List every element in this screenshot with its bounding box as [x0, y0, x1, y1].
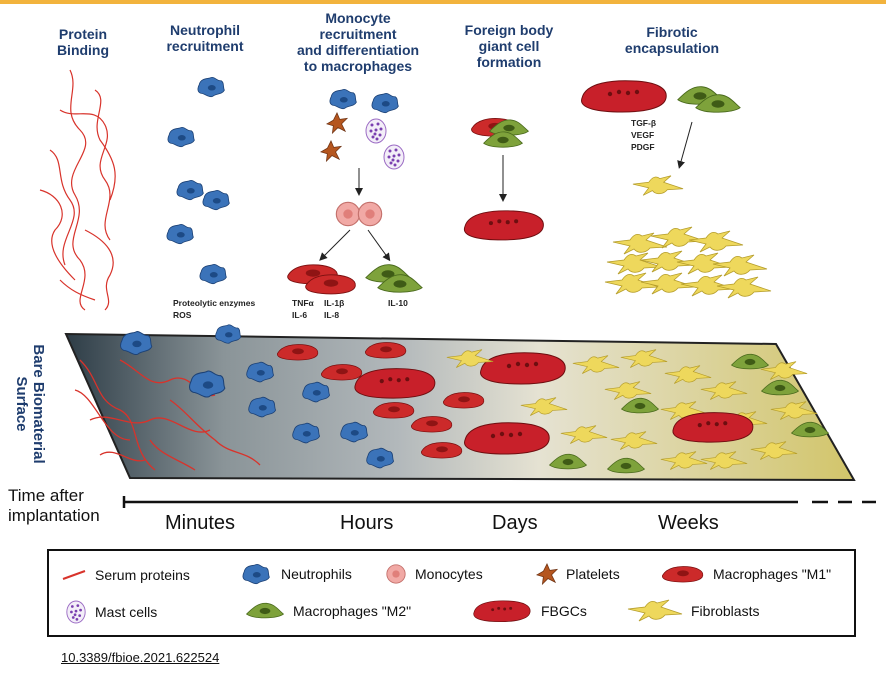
stage-title-protein: Protein Binding: [56, 26, 110, 58]
legend-macrophages-m1: Macrophages "M1": [661, 563, 831, 585]
time-label-days: Days: [492, 512, 538, 534]
stage-title-fbgc: Foreign body giant cell formation: [464, 22, 554, 70]
fibroblast-icon: [627, 599, 683, 622]
macrophage-m1-icon: [661, 566, 704, 583]
fbgc-stage: [463, 118, 544, 241]
stage-title-neutrophil: Neutrophil recruitment: [166, 22, 244, 54]
time-label-weeks: Weeks: [658, 512, 719, 534]
legend-serum-proteins: Serum proteins: [61, 567, 190, 583]
surface-label: Bare Biomaterial Surface: [13, 344, 47, 464]
legend-label: Mast cells: [95, 604, 158, 620]
legend-label: Platelets: [566, 566, 620, 582]
fibrotic-stage: [581, 80, 772, 299]
legend-label: FBGCs: [541, 603, 587, 619]
legend-label: Fibroblasts: [691, 603, 760, 619]
m2-cytokines: IL-10: [388, 298, 408, 308]
neutrophil-icon: [242, 563, 270, 585]
m1-cytokines-b: IL-1β IL-8: [324, 298, 345, 320]
legend-platelets: Platelets: [536, 563, 620, 585]
legend-label: Macrophages "M1": [713, 566, 832, 582]
legend-fbgcs: FBGCs: [471, 599, 587, 623]
legend-label: Monocytes: [415, 566, 483, 582]
macrophage-m2-icon: [246, 602, 284, 619]
stage-title-monocyte: Monocyte recruitment and differentiation…: [296, 10, 420, 74]
fbgc-icon: [473, 600, 531, 623]
serum-protein-icon: [62, 570, 86, 580]
monocyte-icon: [386, 564, 406, 584]
legend: Serum proteins Neutrophils Monocytes Pla…: [47, 549, 856, 637]
legend-mast-cells: Mast cells: [65, 599, 157, 625]
serum-protein-network: [39, 69, 116, 311]
doi-link[interactable]: 10.3389/fbioe.2021.622524: [61, 650, 220, 665]
stage-title-fibrotic: Fibrotic encapsulation: [624, 24, 720, 56]
neutrophil-column: [166, 76, 230, 285]
mast-cell-icon: [66, 600, 86, 624]
legend-label: Serum proteins: [95, 567, 190, 583]
time-label-minutes: Minutes: [165, 512, 236, 534]
m1-cytokines-a: TNFα IL-6: [292, 298, 314, 320]
legend-fibroblasts: Fibroblasts: [627, 599, 759, 623]
platelet-icon: [536, 563, 558, 585]
legend-label: Macrophages "M2": [293, 603, 412, 619]
legend-label: Neutrophils: [281, 566, 352, 582]
neutrophil-products-label: Proteolytic enzymes ROS: [173, 298, 256, 320]
legend-monocytes: Monocytes: [385, 563, 483, 585]
growth-factors-label: TGF-β VEGF PDGF: [631, 118, 657, 152]
monocyte-stage: [287, 88, 423, 295]
surface-proteins: [74, 359, 261, 471]
top-accent-bar: [0, 0, 886, 4]
legend-neutrophils: Neutrophils: [239, 563, 352, 585]
time-label-hours: Hours: [340, 512, 394, 534]
legend-macrophages-m2: Macrophages "M2": [245, 601, 411, 621]
timeline-title: Time after implantation: [8, 486, 100, 525]
